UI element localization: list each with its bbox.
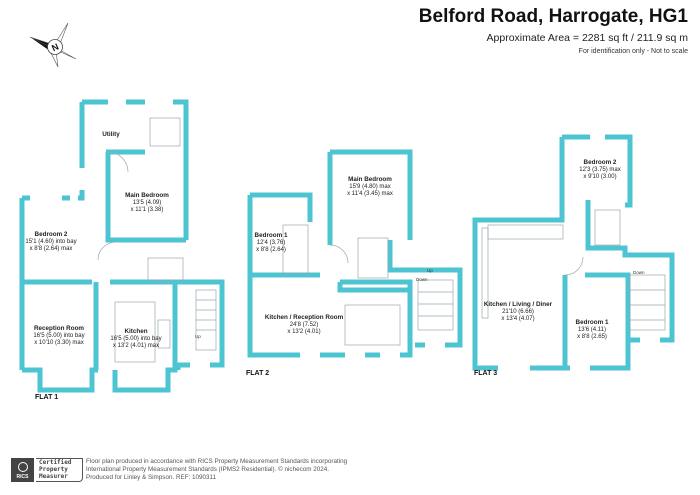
rics-logo: RICS (11, 458, 34, 482)
rics-globe-icon (18, 462, 28, 472)
stairs-down-flat2: Down (416, 277, 428, 282)
property-title: Belford Road, Harrogate, HG1 (418, 6, 688, 27)
footer-disclaimer: Floor plan produced in accordance with R… (86, 458, 348, 482)
flat-2-label: FLAT 2 (246, 370, 270, 377)
approximate-area: Approximate Area = 2281 sq ft / 211.9 sq… (486, 32, 688, 44)
flat-1-label: FLAT 1 (35, 394, 59, 401)
stairs-up-flat2: Up (427, 268, 433, 273)
svg-text:N: N (50, 42, 60, 54)
room-utility: Utility (102, 131, 120, 138)
scale-note: For identification only - Not to scale (578, 48, 688, 55)
stairs-down-flat3: Down (633, 270, 645, 275)
stairs-up-flat1: Up (195, 334, 201, 339)
flat-3-label: FLAT 3 (474, 370, 498, 377)
north-arrow-compass-icon: N (29, 22, 77, 68)
